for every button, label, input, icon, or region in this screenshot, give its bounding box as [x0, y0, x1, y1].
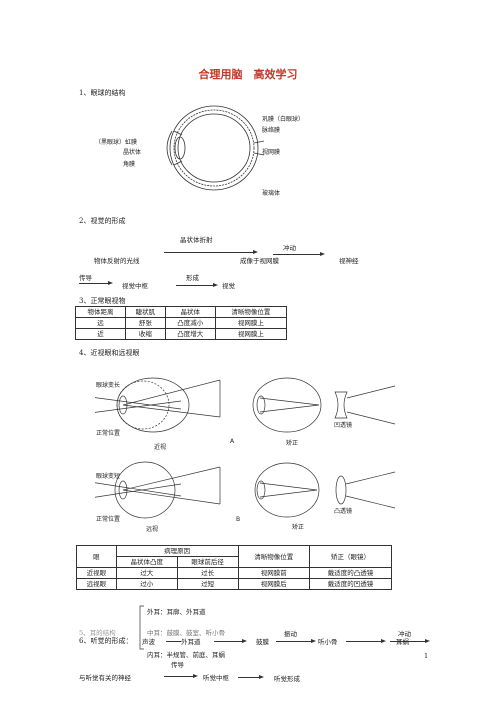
- table-row: 远 舒张 凸度减小 视网膜上: [74, 317, 288, 329]
- table-cell: 戴适度的凹透镜: [308, 578, 393, 590]
- fig-a-lens: 凹透镜: [334, 422, 353, 429]
- table-header-cell: 病理原因: [115, 545, 239, 557]
- label-boliti: 玻璃体: [262, 190, 281, 197]
- table-cell: 过小: [115, 578, 178, 590]
- eye-defects-table: 眼 病理原因 清晰物像位置 矫正（眼镜） 晶状体凸度 眼球前后径 近视眼 过大 …: [76, 545, 393, 590]
- s2-nerve: 视神经: [339, 257, 359, 265]
- s6-center: 听觉中枢: [203, 674, 229, 682]
- s2-refract: 晶状体折射: [180, 236, 213, 244]
- table-header-cell: 清晰物像位置: [214, 306, 288, 318]
- s6-cochlea: 耳蜗: [396, 638, 409, 646]
- fig-b-cap: 远视: [146, 526, 159, 533]
- table-header-cell: 睫状肌: [125, 306, 166, 318]
- label-jiaomo: 角膜: [123, 161, 136, 168]
- table-header-cell: 眼: [76, 545, 117, 568]
- table-row: 近 收缩 凸度增大 视网膜上: [74, 328, 288, 340]
- table-cell: 凸度增大: [164, 328, 216, 340]
- s6-conduct: 传导: [171, 659, 184, 669]
- s6-heading: 6、听觉的形成：: [79, 636, 133, 646]
- table-cell: 远: [74, 317, 127, 329]
- s6-form: 听觉形成: [274, 675, 300, 683]
- s2-conduct: 传导: [79, 274, 92, 282]
- table-cell: 远视眼: [76, 578, 117, 590]
- s5-outer: 外耳：耳廓、外耳道: [147, 608, 206, 616]
- fig-a-pos: 正常位置: [96, 430, 121, 437]
- normal-eye-table: 物体距离 睫状肌 晶状体 清晰物像位置 远 舒张 凸度减小 视网膜上 近 收缩 …: [74, 306, 288, 340]
- table-header-cell: 物体距离: [74, 306, 127, 318]
- s5-middle: 中耳：鼓膜、鼓室、听小骨: [147, 629, 225, 637]
- s6-nerve: 与听觉有关的神经: [79, 674, 131, 682]
- s2-center: 视觉中枢: [122, 282, 148, 290]
- table-cell: 视网膜上: [214, 317, 288, 329]
- table-cell: 收缩: [125, 328, 166, 340]
- table-header-row: 眼 病理原因 清晰物像位置 矫正（眼镜）: [76, 545, 393, 568]
- page-title: 合理用脑 高效学习: [198, 68, 298, 81]
- table-row: 远视眼 过小 过短 视网膜后 戴适度的凹透镜: [76, 578, 393, 590]
- table-header-cell: 矫正（眼镜）: [308, 545, 393, 568]
- s6-ossicle: 听小骨: [318, 638, 338, 646]
- table-cell: 近: [74, 328, 127, 340]
- s2-vision: 视觉: [222, 282, 235, 290]
- label-hongmo: （黑眼球）虹膜: [95, 139, 138, 146]
- fig-a-cap: 近视: [154, 444, 167, 451]
- table-cell: 凸度减小: [164, 317, 216, 329]
- fig-b-top: 眼球变短: [96, 473, 121, 480]
- table-header-cell: 晶状体: [164, 306, 216, 318]
- table-cell: 戴适度的凸透镜: [308, 567, 393, 579]
- label-maiyuan: 脉络膜: [262, 127, 281, 134]
- label-shiwangmo: 视网膜: [262, 149, 281, 156]
- table-cell: 视网膜前: [237, 567, 310, 579]
- s6-vibrate: 振动: [284, 628, 297, 638]
- table-cell: 过大: [115, 567, 178, 579]
- table-header-cell: 清晰物像位置: [237, 545, 310, 568]
- table-header-cell: 晶状体凸度: [115, 556, 178, 568]
- table-cell: 过长: [176, 567, 239, 579]
- s6-impulse: 冲动: [398, 630, 411, 638]
- fig-a-fix: 矫正: [286, 440, 299, 447]
- s2-light: 物体反射的光线: [94, 257, 140, 265]
- eye-defects-figure: [95, 377, 396, 519]
- table-cell: 舒张: [125, 317, 166, 329]
- table-cell: 视网膜后: [237, 578, 310, 590]
- s2-form: 形成: [186, 274, 199, 282]
- table-cell: 视网膜上: [214, 328, 288, 340]
- table-cell: 过短: [176, 578, 239, 590]
- s1-heading: 1、眼球的结构: [79, 89, 126, 97]
- s6-wave: 声波: [142, 636, 155, 646]
- table-header-row: 晶状体凸度 眼球前后径: [77, 556, 392, 568]
- s3-heading: 3、正常眼视物: [79, 297, 126, 305]
- fig-b-pos: 正常位置: [96, 516, 121, 523]
- label-jingzhuangti: 晶状体: [123, 149, 142, 156]
- s6-canal: 外耳道: [181, 636, 201, 646]
- fig-b-lens: 凸透镜: [334, 508, 353, 515]
- s5-prefix: 5、耳的结构: [79, 629, 116, 637]
- fig-a-letter: A: [230, 438, 235, 445]
- s6-eardrum: 鼓膜: [256, 636, 269, 646]
- fig-b-fix: 矫正: [292, 524, 305, 531]
- table-row: 近视眼 过大 过长 视网膜前 戴适度的凸透镜: [76, 567, 393, 579]
- table-header-cell: 眼球前后径: [176, 556, 239, 568]
- fig-b-letter: B: [236, 516, 241, 523]
- eye-structure-figure: [166, 105, 265, 191]
- table-cell: 近视眼: [76, 567, 117, 579]
- label-gongmo: 巩膜（白眼球）: [262, 116, 305, 123]
- fig-a-top: 眼球变长: [96, 382, 121, 389]
- s4-heading: 4、近视眼和远视眼: [79, 349, 140, 357]
- ear-brace: [139, 605, 144, 650]
- s2-impulse: 冲动: [283, 244, 296, 252]
- s2-heading: 2、视觉的形成: [79, 217, 126, 225]
- s5-inner: 内耳：半规管、前庭、耳蜗: [147, 651, 225, 659]
- table-header-row: 物体距离 睫状肌 晶状体 清晰物像位置: [74, 306, 288, 318]
- s2-image: 成像于视网膜: [240, 257, 279, 265]
- page-number: 1: [424, 652, 429, 660]
